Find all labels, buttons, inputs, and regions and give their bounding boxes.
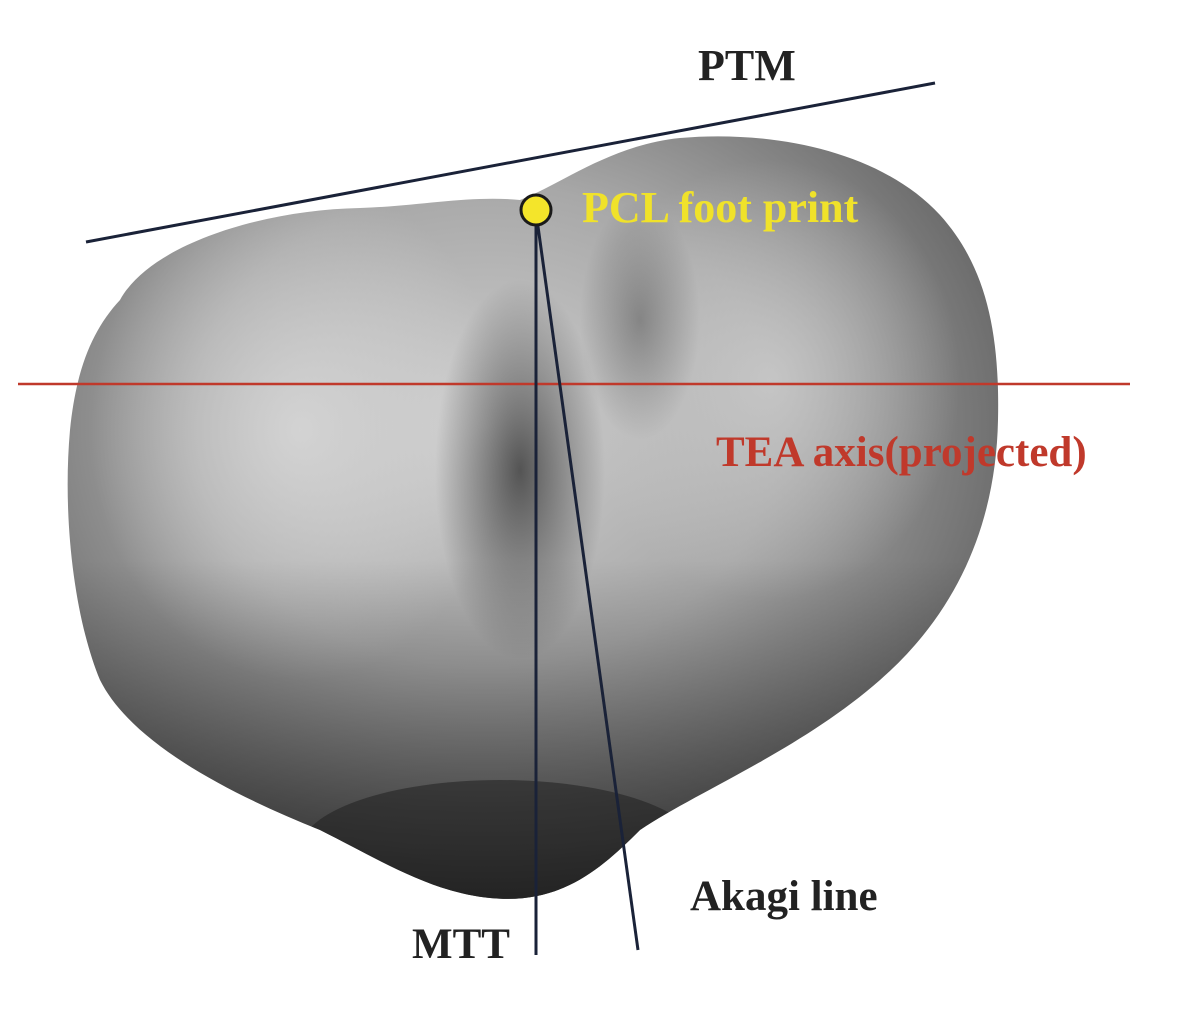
pcl-foot-print-marker [519,193,553,227]
tea-axis-label: TEA axis(projected) [716,429,1087,476]
medial-condyle-highlight [90,180,510,680]
posterior-ridge-shadow [580,200,700,440]
ptm-label: PTM [698,41,796,90]
akagi-line [534,211,640,951]
tibial-plateau [67,136,999,899]
pcl-foot-print-label: PCL foot print [582,183,859,232]
akagi-line-label: Akagi line [690,873,878,920]
ptm-line [85,81,936,244]
tuberosity-shadow [300,780,700,899]
mtt-label: MTT [412,921,510,968]
